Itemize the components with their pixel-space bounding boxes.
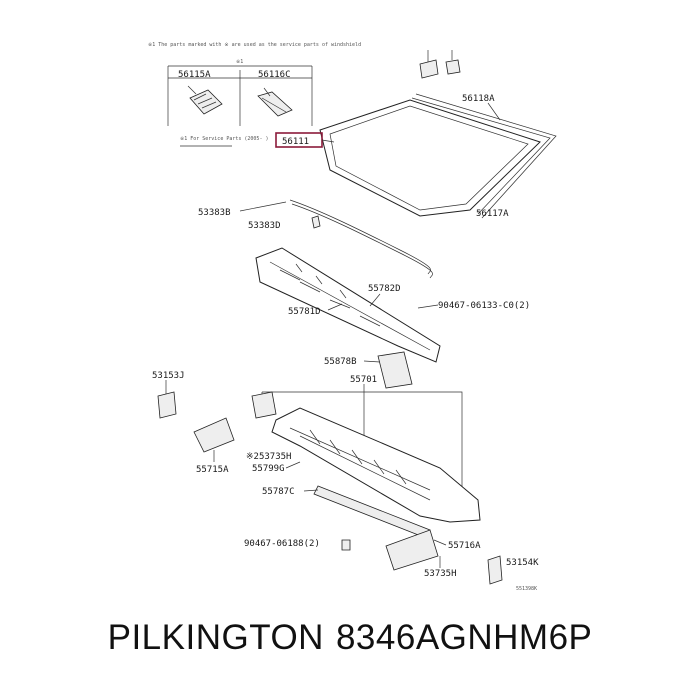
inset-box-note: ※1 For Service Parts (2005- ) [180, 136, 268, 142]
upper-moulding-edge [415, 93, 557, 219]
label-53383D: 53383D [248, 221, 281, 231]
hinge-53153J [157, 391, 177, 419]
cowl-panel [251, 391, 481, 523]
label-56116C: 56116C [258, 70, 291, 80]
label-55716A: 55716A [448, 541, 481, 551]
parts-diagram-drawing: ※1 The parts marked with ※ are used as t… [148, 42, 557, 592]
label-53153J: 53153J [152, 371, 185, 381]
diagram-note-top: ※1 The parts marked with ※ are used as t… [148, 42, 361, 48]
label-55787C: 55787C [262, 487, 295, 497]
label-56115A: 56115A [178, 70, 211, 80]
label-55701: 55701 [350, 375, 377, 385]
bracket-55716A [385, 529, 439, 571]
windshield-glass [319, 99, 541, 217]
label-55781D: 55781D [288, 307, 321, 317]
label-55878B: 55878B [324, 357, 357, 367]
bracket-55715A [193, 417, 235, 453]
hood-seal [289, 199, 431, 275]
label-55715A: 55715A [196, 465, 229, 475]
label-253735H: ※253735H [246, 452, 291, 462]
top-clips [419, 50, 461, 79]
moulding-clip-56115A [187, 85, 223, 115]
label-90467-06133: 90467-06133-C0(2) [438, 301, 530, 311]
diagram-reference: 551398K [516, 586, 537, 592]
hinge-53154K [487, 555, 503, 585]
moulding-clip-56116C [257, 87, 293, 117]
label-55782D: 55782D [368, 284, 401, 294]
label-90467-06188: 90467-06188(2) [244, 539, 320, 549]
label-56117A: 56117A [476, 209, 509, 219]
brand-name: PILKINGTON [107, 618, 324, 657]
product-caption: PILKINGTON 8346AGNHM6P [0, 618, 700, 658]
label-55799G: 55799G [252, 464, 285, 474]
inset-box-marker: ※1 [236, 59, 243, 65]
part-number: 8346AGNHM6P [335, 618, 593, 657]
label-53735H: 53735H [424, 569, 457, 579]
label-53154K: 53154K [506, 558, 539, 568]
bracket-55878B [377, 351, 413, 389]
upper-moulding [411, 97, 551, 215]
label-53383B: 53383B [198, 208, 231, 218]
cowl-louver [255, 247, 441, 363]
inset-box: ※1 56115A 56116C ※1 For Service Parts (2… [167, 59, 313, 147]
label-56118A: 56118A [462, 94, 495, 104]
label-56111: 56111 [282, 137, 309, 147]
